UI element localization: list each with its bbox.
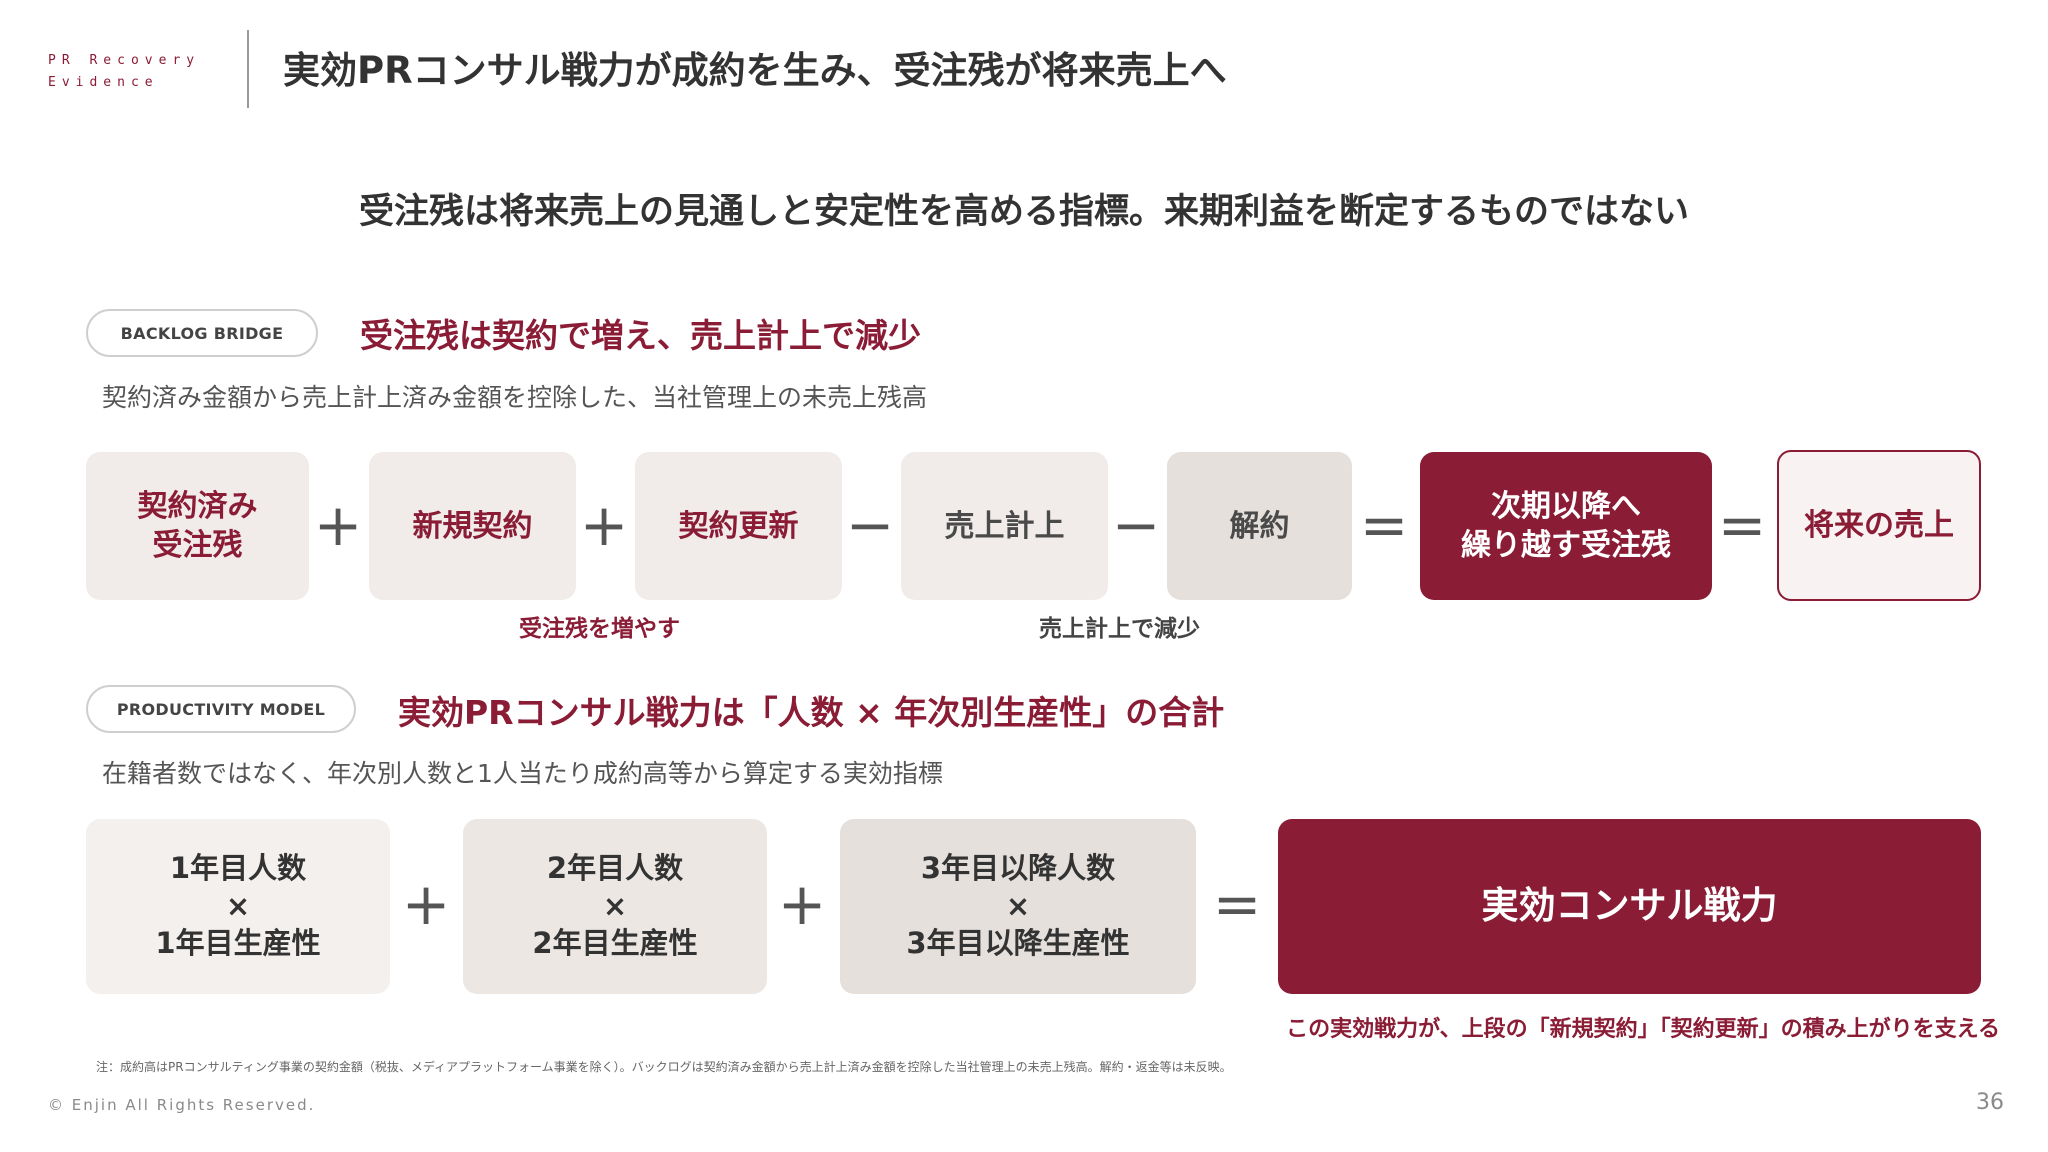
box-carryover-backlog: 次期以降へ 繰り越す受注残 [1420, 452, 1712, 600]
result-note: この実効戦力が、上段の「新規契約」「契約更新」の積み上がりを支える [1286, 1017, 2000, 1042]
box-year3plus-productivity: 3年目以降人数 × 3年目以降生産性 [840, 819, 1196, 994]
box-cancellation-label: 解約 [1229, 508, 1290, 544]
box-future-revenue: 将来の売上 [1777, 450, 1981, 601]
productivity-pill: PRODUCTIVITY MODEL [86, 685, 356, 733]
operator-minus: − [1111, 491, 1161, 559]
operator-equals: = [1359, 491, 1409, 559]
copyright: © Enjin All Rights Reserved. [48, 1096, 316, 1114]
year2-headcount: 2年目人数 [546, 850, 684, 885]
year1-productivity: 1年目生産性 [155, 926, 321, 961]
box-future-revenue-label: 将来の売上 [1804, 508, 1954, 543]
effective-consulting-force-label: 実効コンサル戦力 [1481, 884, 1778, 928]
box-year2-productivity: 2年目人数 × 2年目生産性 [463, 819, 767, 994]
year1-headcount: 1年目人数 [169, 850, 307, 885]
operator-plus: + [777, 870, 827, 938]
year3plus-headcount: 3年目以降人数 [920, 850, 1116, 885]
box-cancellation: 解約 [1167, 452, 1352, 600]
increase-label: 受注残を増やす [519, 616, 680, 642]
year3plus-productivity: 3年目以降生産性 [906, 926, 1130, 961]
box-carryover-backlog-line1: 次期以降へ [1491, 489, 1641, 524]
operator-plus: + [313, 491, 363, 559]
box-effective-consulting-force: 実効コンサル戦力 [1278, 819, 1981, 994]
multiply-sign: × [225, 888, 251, 923]
box-year1-productivity: 1年目人数 × 1年目生産性 [86, 819, 390, 994]
operator-plus: + [579, 491, 629, 559]
page-number: 36 [1976, 1090, 2004, 1115]
brand-label: PR Recovery Evidence [48, 50, 208, 94]
backlog-description: 契約済み金額から売上計上済み金額を控除した、当社管理上の未売上残高 [102, 383, 928, 412]
box-contracted-backlog: 契約済み 受注残 [86, 452, 309, 600]
multiply-sign: × [602, 888, 628, 923]
box-new-contract: 新規契約 [369, 452, 576, 600]
box-renewal-label: 契約更新 [678, 508, 799, 544]
backlog-heading: 受注残は契約で増え、売上計上で減少 [360, 316, 921, 355]
box-contracted-backlog-line2: 受注残 [152, 528, 243, 563]
brand-line-2: Evidence [48, 75, 159, 90]
box-new-contract-label: 新規契約 [412, 508, 533, 544]
decrease-label: 売上計上で減少 [1039, 616, 1200, 642]
box-revenue-recognized-label: 売上計上 [944, 508, 1065, 544]
year2-productivity: 2年目生産性 [532, 926, 698, 961]
footnote: 注：成約高はPRコンサルティング事業の契約金額（税抜、メディアプラットフォーム事… [96, 1060, 1232, 1074]
operator-equals: = [1212, 870, 1262, 938]
box-revenue-recognized: 売上計上 [901, 452, 1108, 600]
operator-equals: = [1717, 491, 1767, 559]
productivity-description: 在籍者数ではなく、年次別人数と1人当たり成約高等から算定する実効指標 [102, 759, 943, 788]
header-divider [247, 30, 249, 108]
multiply-sign: × [1005, 888, 1031, 923]
operator-minus: − [845, 491, 895, 559]
brand-line-1: PR Recovery [48, 53, 201, 68]
backlog-pill: BACKLOG BRIDGE [86, 309, 318, 357]
box-carryover-backlog-line2: 繰り越す受注残 [1461, 528, 1671, 563]
slide-title: 実効PRコンサル戦力が成約を生み、受注残が将来売上へ [283, 49, 1227, 92]
box-renewal: 契約更新 [635, 452, 842, 600]
box-contracted-backlog-line1: 契約済み [137, 489, 258, 524]
lead-message: 受注残は将来売上の見通しと安定性を高める指標。来期利益を断定するものではない [358, 192, 1689, 232]
operator-plus: + [401, 870, 451, 938]
productivity-heading: 実効PRコンサル戦力は「人数 × 年次別生産性」の合計 [398, 693, 1225, 732]
